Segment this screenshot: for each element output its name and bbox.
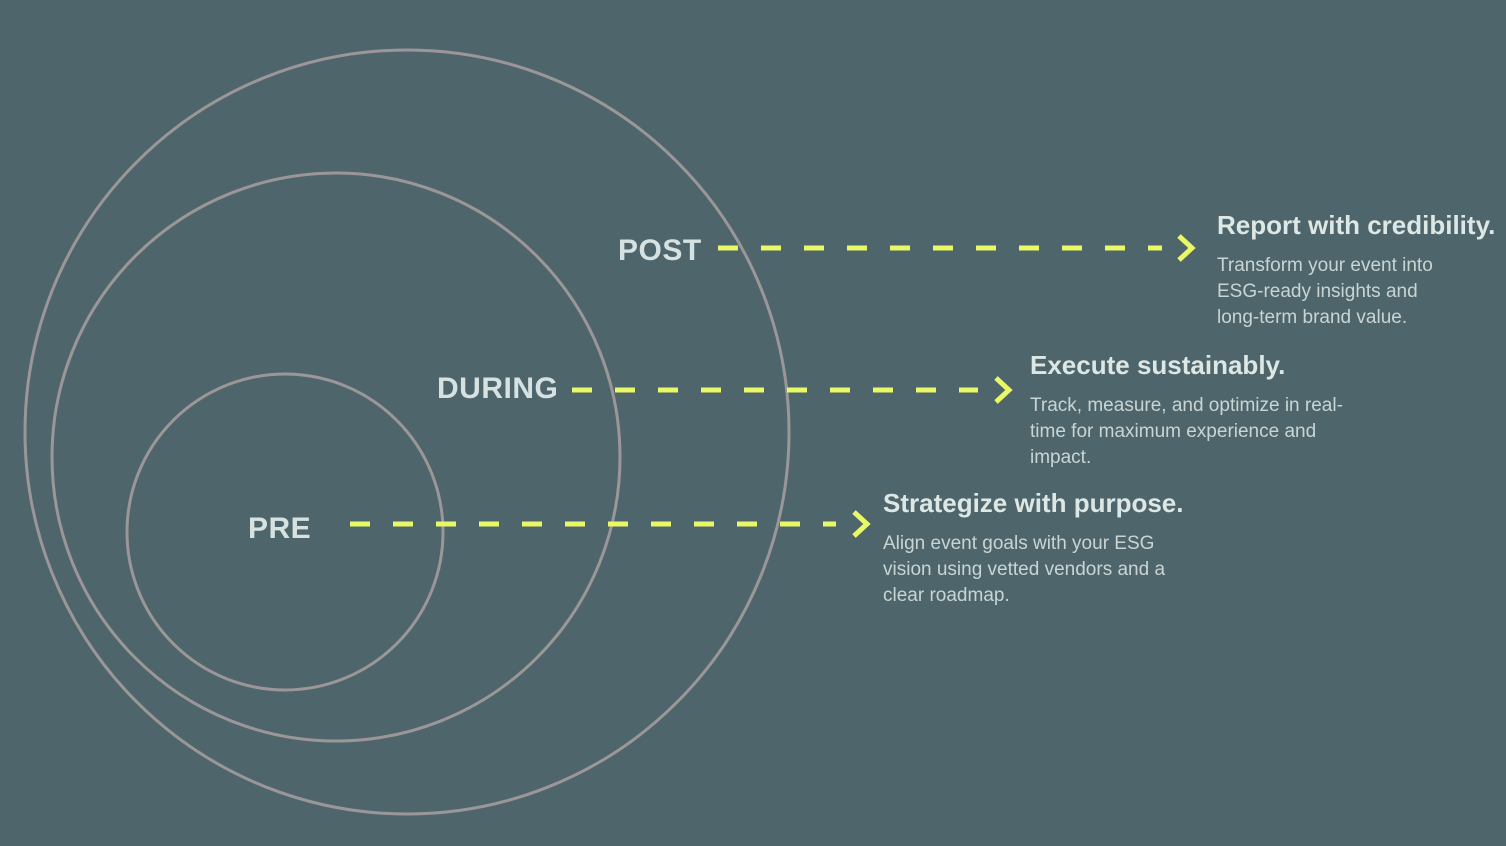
post-arrowhead-icon [1177, 234, 1196, 262]
callout-during-body-line: time for maximum experience and [1030, 421, 1317, 442]
callout-during-body-line: impact. [1030, 447, 1092, 468]
callout-during: Execute sustainably. Track, measure, and… [1030, 349, 1343, 471]
callout-pre-body-line: Align event goals with your ESG [883, 533, 1155, 554]
pre-arrowhead-icon [852, 510, 871, 538]
callout-post-body-line: Transform your event into [1217, 255, 1433, 276]
callout-post-heading: Report with credibility. [1217, 210, 1496, 240]
callout-post-body-line: ESG-ready insights and [1217, 281, 1418, 302]
callout-pre-heading: Strategize with purpose. [883, 488, 1184, 518]
during-dashed-arrow [572, 376, 1013, 404]
stage-label-pre: PRE [248, 512, 312, 545]
callout-pre-body: Align event goals with your ESG vision u… [883, 531, 1184, 609]
callout-post-body: Transform your event into ESG-ready insi… [1217, 253, 1495, 331]
stage-label-post: POST [618, 234, 702, 267]
pre-dashed-arrow [350, 510, 871, 538]
during-arrowhead-icon [994, 376, 1013, 404]
post-dashed-arrow [718, 234, 1196, 262]
callout-pre: Strategize with purpose. Align event goa… [883, 487, 1184, 609]
callout-post: Report with credibility. Transform your … [1217, 209, 1495, 331]
callout-during-body-line: Track, measure, and optimize in real- [1030, 395, 1343, 416]
ring-inner-pre [125, 372, 445, 692]
ring-outer-post [23, 48, 791, 816]
callout-during-heading: Execute sustainably. [1030, 350, 1286, 380]
stage-label-during: DURING [437, 372, 559, 405]
callout-pre-body-line: clear roadmap. [883, 585, 1010, 606]
callout-during-body: Track, measure, and optimize in real- ti… [1030, 393, 1343, 471]
callout-pre-body-line: vision using vetted vendors and a [883, 559, 1166, 580]
callout-post-body-line: long-term brand value. [1217, 307, 1408, 328]
ring-middle-during [50, 171, 622, 743]
